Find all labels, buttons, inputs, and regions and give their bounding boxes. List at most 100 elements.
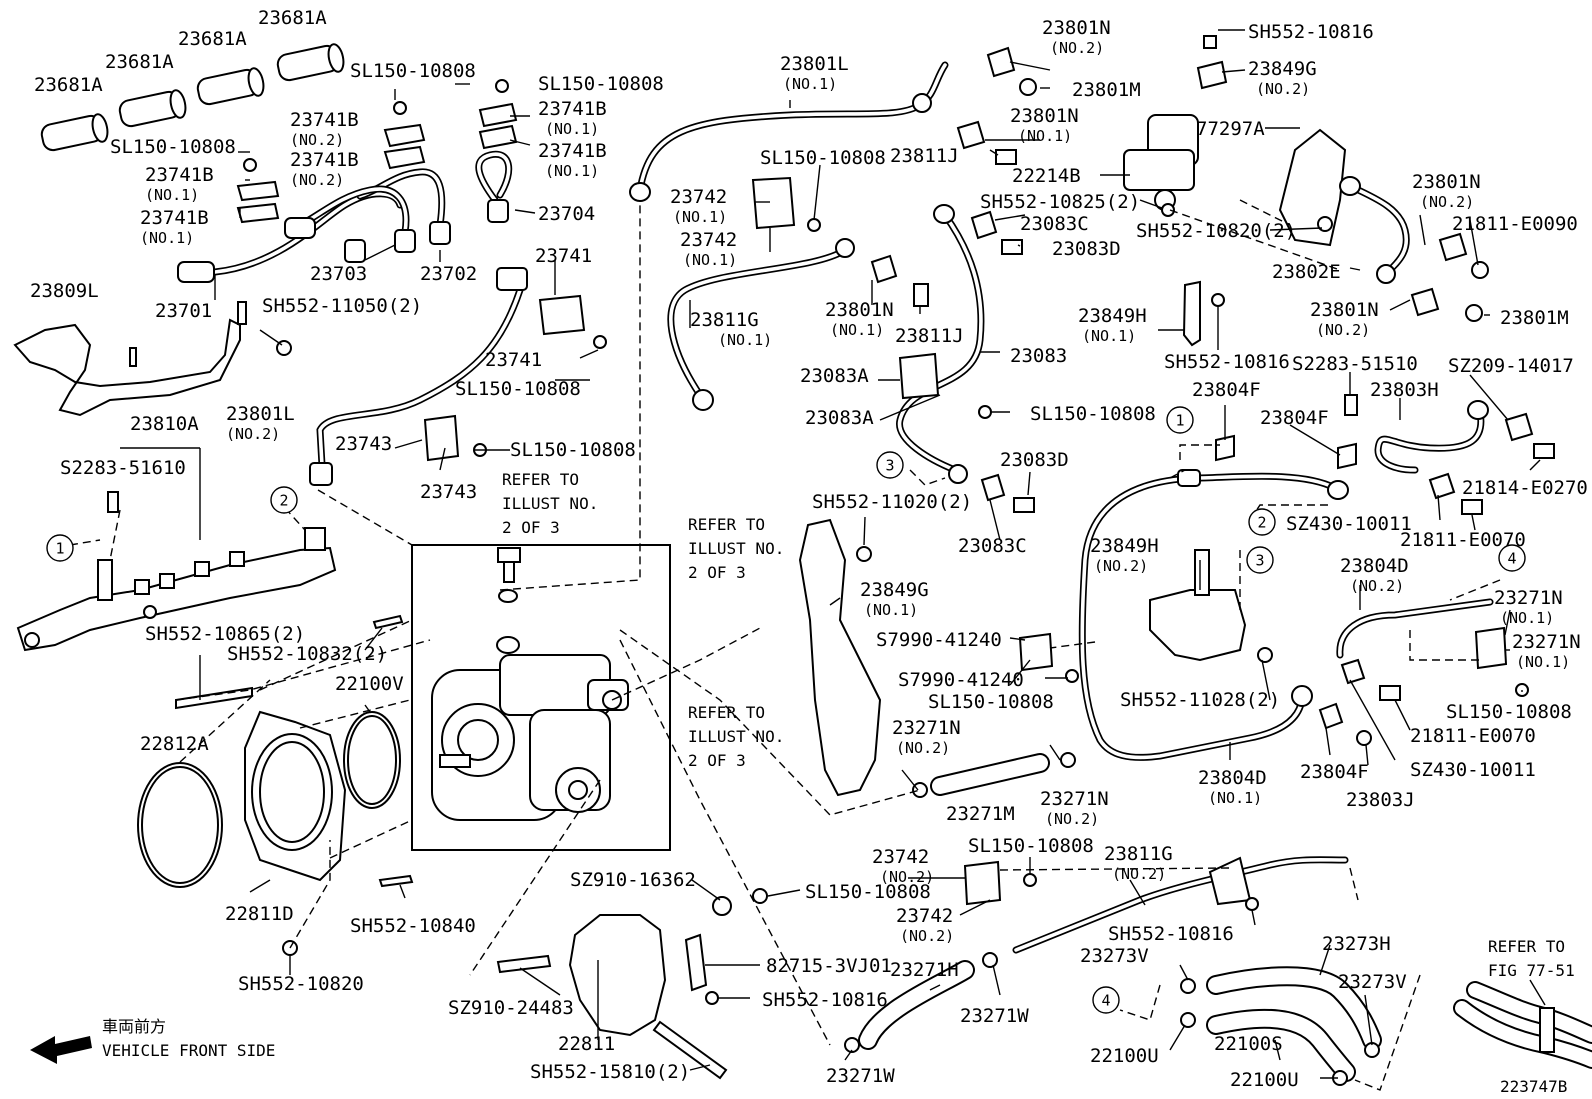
pump-washer-1[interactable] [498,589,518,603]
nozzle-holder-2[interactable] [118,89,188,128]
bolt-sh552-10816-right[interactable] [1245,897,1259,911]
bracket-23849g-no1[interactable] [798,518,882,797]
nut-top-b[interactable] [495,79,509,93]
pipe-23804d-no1[interactable] [1078,469,1349,761]
bolt-sh552-10832[interactable] [372,614,404,630]
bolt-21811-e0070-b[interactable] [1379,685,1401,701]
bolt-23801m-right[interactable] [1465,304,1483,322]
washer-sz910-16362[interactable] [712,896,732,916]
nut-sl150-23083a[interactable] [978,405,992,419]
plate-22811d[interactable] [244,710,347,882]
nozzle-holder-4[interactable] [276,43,346,82]
nut-23742-no1[interactable] [807,218,821,232]
injection-pipe-23703[interactable] [284,185,416,263]
gasket-22812a[interactable] [137,762,223,888]
clamp-23741b-f[interactable] [478,124,518,150]
union-sz209-14017[interactable] [1504,412,1534,442]
bracket-22811[interactable] [568,914,667,1037]
clip-23273v-b[interactable] [1364,1042,1380,1058]
valve-22214b[interactable] [1123,114,1199,211]
bolt-23811j-top[interactable] [995,149,1017,165]
pipe-23804d-no2[interactable] [1336,598,1494,659]
nut-left-a[interactable] [243,158,257,172]
bracket-23849h-no2-stem[interactable] [1194,549,1210,596]
pump-bolt[interactable] [497,547,521,583]
clamp-23741b-d[interactable] [236,202,280,224]
nut-23741[interactable] [593,335,607,349]
bolt-23801m-top[interactable] [1019,78,1037,96]
union-23083c[interactable] [980,473,1006,502]
bolt-sh552-10840[interactable] [378,874,414,888]
clip-23271n-no2-b[interactable] [1060,752,1076,768]
stud-bracket[interactable] [237,301,247,325]
stud-bracket-2[interactable] [129,347,137,367]
pipe-23811g-no1[interactable] [667,238,855,411]
bolt-21811-e0070-a[interactable] [1461,499,1483,515]
gasket-23804f-a[interactable] [1215,434,1235,462]
union-23801n-no2-right-b[interactable] [1410,287,1440,317]
hose-fig-77-51[interactable] [1453,981,1592,1069]
union-sz430-10011[interactable] [1428,472,1456,500]
nozzle-holder-3[interactable] [196,67,266,106]
hose-23273h[interactable] [1206,966,1382,1050]
bolt-sh552-11028[interactable] [1257,647,1273,663]
bolt-21814-e0270[interactable] [1533,443,1555,459]
clamp-23741b-c[interactable] [236,180,280,202]
gasket-23804f-c[interactable] [1318,702,1344,730]
injection-pump[interactable] [431,654,629,821]
bolt-sh552-10816-bottom[interactable] [705,991,719,1005]
nut-sl150-22811[interactable] [752,888,768,904]
bolt-23811j[interactable] [913,283,929,307]
clamp-23742-no2[interactable] [963,860,1002,906]
o-ring-22100v[interactable] [343,711,401,809]
clamp-23741b-e[interactable] [478,102,518,128]
hose-22100s[interactable] [1206,1008,1356,1082]
bolt-21811-e0090[interactable] [1471,261,1489,279]
bolt-23083d[interactable] [1013,497,1035,513]
bolt-sh552-11020[interactable] [856,546,872,562]
clamp-23742-no1[interactable] [751,176,796,230]
clip-23273v-a[interactable] [1180,978,1196,994]
bolt-sh552-10816-top[interactable] [1203,35,1217,49]
nut-top-a[interactable] [393,101,407,115]
bracket-77297a[interactable] [1278,128,1347,247]
clip-23271w-b[interactable] [982,952,998,968]
nut-sl150-23742-no2[interactable] [1023,873,1037,887]
bracket-23849h-no1[interactable] [1182,280,1201,347]
pipe-23802e[interactable] [1339,176,1410,284]
clamp-23083a[interactable] [898,352,940,400]
pipe-23801l-no2[interactable] [309,267,528,486]
gasket-23804f-b[interactable] [1337,442,1357,470]
union-23801n-no2-right[interactable] [1438,232,1468,262]
clip-23271n-no2-a[interactable] [912,782,928,798]
union-23801n-no1-top[interactable] [956,120,986,150]
pipe-23083[interactable] [896,204,985,484]
bolt-23083d-top[interactable] [1001,239,1023,255]
injection-pipe-23704[interactable] [475,150,513,223]
bracket-23809l[interactable] [13,318,241,417]
bracket-23849g-no2[interactable] [1196,60,1228,90]
stud-sz910-24483[interactable] [496,954,552,974]
hose-23271h[interactable] [858,960,975,1050]
bolt-s2283-51510[interactable] [1344,394,1358,416]
clamp-s7990-41240[interactable] [1018,632,1054,672]
pipe-23803h[interactable] [1374,400,1489,474]
bolt-23803j[interactable] [1356,730,1372,746]
hose-23271m[interactable] [930,753,1050,796]
bracket-23849h-no2[interactable] [1149,589,1247,662]
bolt-s2283-51610[interactable] [107,491,119,513]
bolt-sh552-15810[interactable] [652,1020,728,1080]
clamp-23743[interactable] [423,414,460,462]
bolt-sh552-10825[interactable] [1161,203,1175,217]
bolt-sh552-10816-mid[interactable] [1211,293,1225,307]
bolt-sh552-10820-b[interactable] [1317,216,1333,232]
injection-pipe-23701[interactable] [177,190,404,283]
clamp-23741b-b[interactable] [383,145,426,170]
pipe-23801l-no1[interactable] [629,61,949,202]
clamp-23741b-a[interactable] [383,123,426,148]
nozzle-holder-1[interactable] [40,113,110,152]
union-23083c-top[interactable] [970,210,998,240]
bracket-82715-3vj01[interactable] [684,933,708,992]
common-rail-23810a[interactable] [16,527,337,652]
union-23801n-no1[interactable] [870,254,898,284]
